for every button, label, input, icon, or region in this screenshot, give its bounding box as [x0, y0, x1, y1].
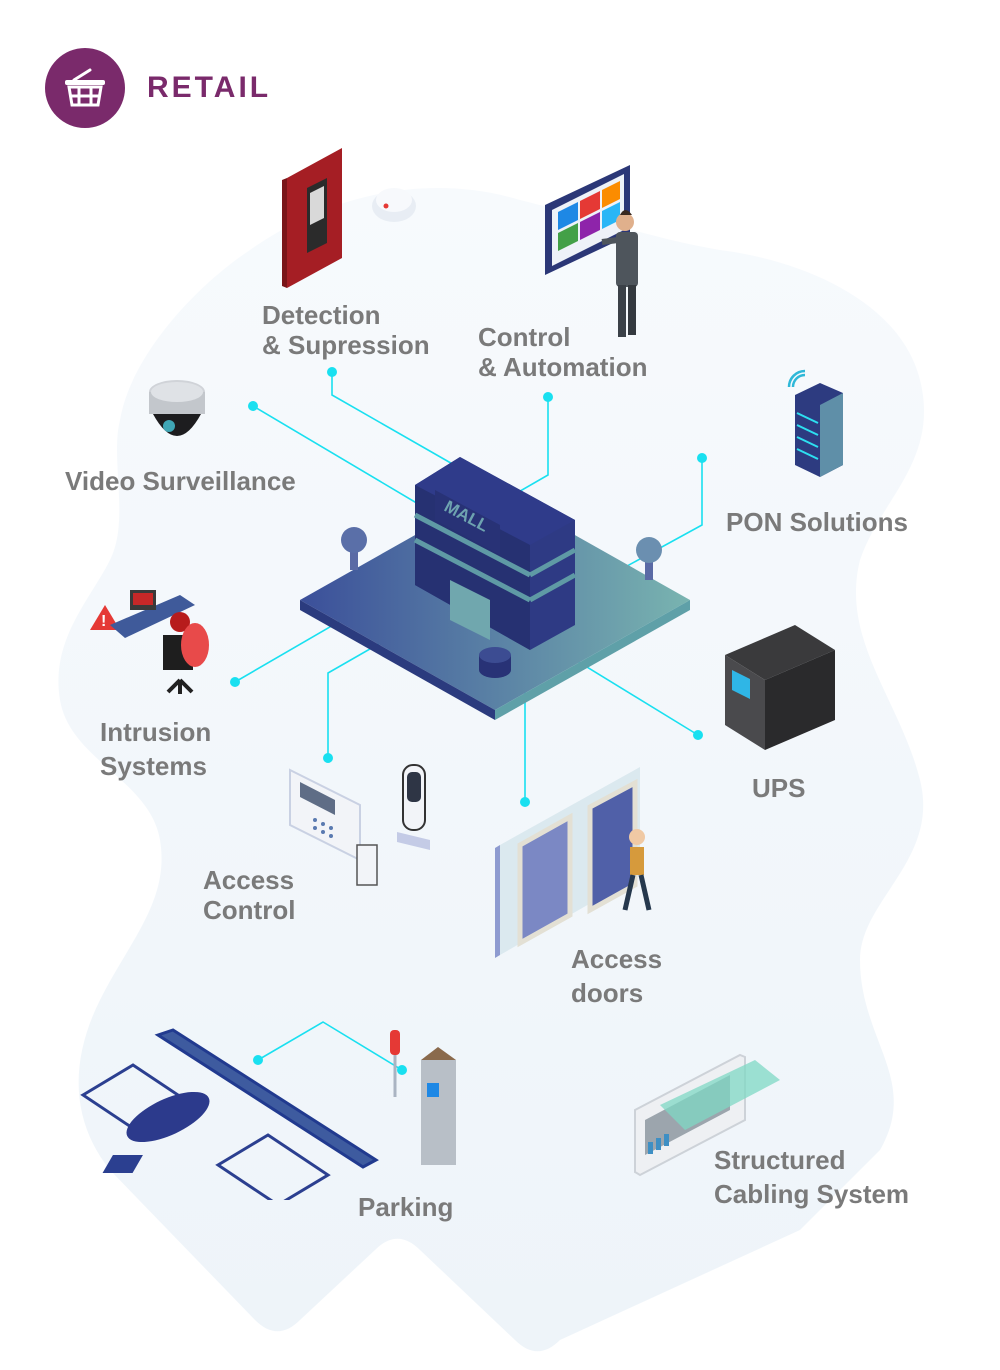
dome-camera-icon — [149, 380, 205, 436]
server-rack-wifi-icon — [787, 369, 843, 477]
patch-panel-icon — [634, 1053, 780, 1177]
header: RETAIL — [45, 48, 271, 128]
label-access-control: Access Control — [203, 865, 296, 925]
label-parking: Parking — [358, 1192, 454, 1222]
label-control: Control & Automation — [478, 322, 648, 382]
page-title: RETAIL — [147, 71, 272, 104]
shopping-basket-icon — [65, 68, 105, 107]
label-detection: Detection & Supression — [262, 300, 430, 360]
fire-alarm-panel-icon — [282, 148, 416, 288]
connector-parking — [253, 1021, 407, 1075]
badge — [45, 48, 125, 128]
hacker-warning-icon: ! — [90, 590, 209, 694]
svg-text:!: ! — [101, 613, 106, 630]
label-ups: UPS — [752, 773, 806, 803]
keypad-lock-icon — [289, 764, 430, 886]
touchscreen-person-icon — [545, 165, 638, 337]
ups-tower-icon — [725, 625, 835, 750]
parking-lot-icon — [80, 1028, 456, 1200]
label-cabling: Structured Cabling System — [714, 1145, 910, 1209]
label-pon: PON Solutions — [726, 507, 908, 537]
label-access-doors: Access doors — [571, 944, 663, 1008]
sliding-doors-icon — [495, 767, 652, 958]
label-intrusion: Intrusion Systems — [100, 717, 212, 781]
label-video: Video Surveillance — [65, 466, 296, 496]
mall-building-icon: MALL — [300, 457, 690, 720]
